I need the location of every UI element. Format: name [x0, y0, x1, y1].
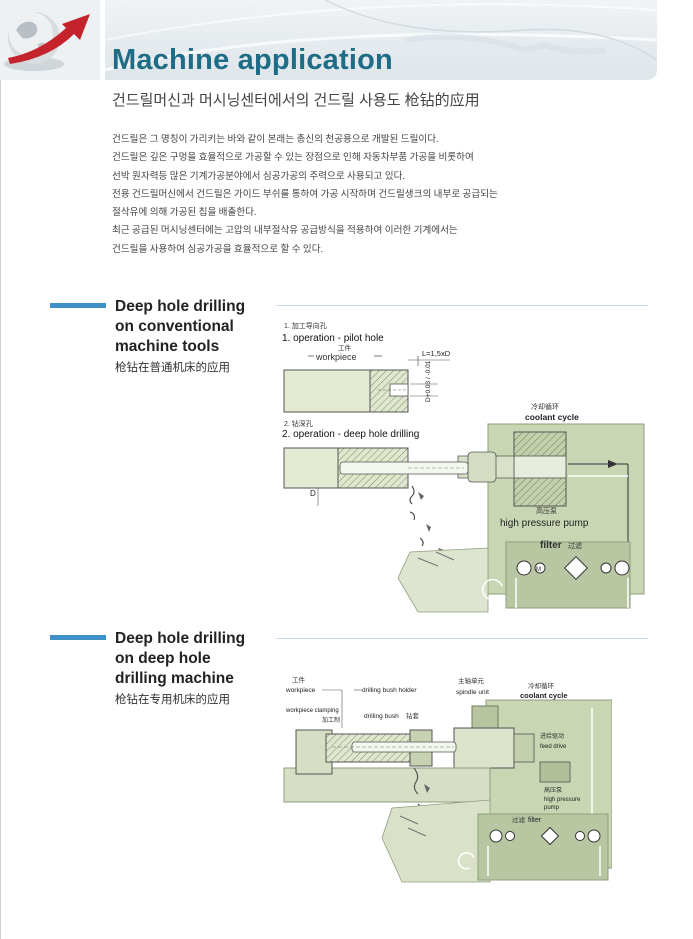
gun-drill-shank	[339, 461, 469, 475]
op1-cn-label: 1. 加工导向孔	[284, 321, 327, 330]
workpiece-label: workpiece	[315, 352, 357, 362]
intro-line: 건드릴을 사용하여 심공가공을 효율적으로 할 수 있다.	[112, 243, 323, 255]
filter-tank	[477, 813, 609, 881]
spindle-label: spindle unit	[456, 689, 489, 696]
feed-cn-label: 进给驱动	[540, 732, 564, 740]
conventional-machine-diagram: 1. 加工导向孔 1. operation - pilot hole 工件 wo…	[282, 321, 645, 613]
section-accent-bar	[50, 303, 106, 308]
intro-line: 최근 공급된 머시닝센터에는 고압의 내부절삭유 공급방식을 적용하여 이러한 …	[112, 225, 458, 237]
intro-line: 절삭유에 의해 가공된 칩을 배출한다.	[112, 207, 257, 219]
pump-cn-label: 高压泵	[536, 506, 557, 515]
filter-label: filter	[540, 540, 562, 551]
section-title-cn: 枪钻在普通机床的应用	[115, 362, 230, 374]
section-title-cn: 枪钻在专用机床的应用	[115, 694, 230, 706]
header-band	[105, 0, 657, 80]
workpiece-cn-label: 工件	[338, 343, 352, 352]
filter-label: filter	[528, 817, 542, 824]
pump-label: high pressure pump	[500, 518, 589, 529]
chip-tray	[397, 547, 489, 613]
bush-cn-label: 钻套	[406, 711, 420, 720]
intro-paragraph: 건드릴은 그 명칭이 가리키는 바와 같이 본래는 총신의 천공용으로 개발된 …	[112, 131, 552, 259]
page-title: Machine application	[112, 44, 393, 76]
feed-label: feed drive	[540, 744, 567, 750]
section-title-line: on deep hole	[115, 650, 211, 667]
pump-cn-label: 高压泵	[544, 786, 562, 794]
pump-label-line1: high pressure	[544, 797, 581, 803]
coolant-label: coolant cycle	[520, 691, 568, 700]
section-title-line: drilling machine	[115, 670, 234, 687]
section-title-line: machine tools	[115, 338, 220, 355]
spindle-unit	[453, 727, 515, 769]
section-title-deep-hole: Deep hole drilling on deep hole drilling…	[115, 629, 275, 689]
intro-line: 전용 건드릴머신에서 건드릴은 가이드 부쉬를 통하여 가공 시작하며 건드릴생…	[112, 188, 498, 200]
spindle-cn-label: 主轴单元	[458, 676, 485, 685]
feed-drive-motor	[539, 761, 571, 783]
section-title-conventional: Deep hole drilling on conventional machi…	[115, 297, 275, 357]
deep-hole-machine-diagram: 工件 workpiece drilling bush holder 主轴单元 s…	[283, 675, 612, 883]
section-title-line: on conventional	[115, 318, 234, 335]
filter-icon	[540, 826, 560, 846]
section-title-line: Deep hole drilling	[115, 298, 246, 315]
coolant-label: coolant cycle	[525, 412, 579, 422]
intro-line: 선박 원자력등 많은 기계가공분야에서 심공가공의 주력으로 사용되고 있다.	[112, 170, 405, 182]
filter-cn-label: 过滤	[512, 815, 526, 824]
svg-text:M: M	[536, 567, 541, 573]
bush-label: drilling bush	[364, 713, 399, 720]
pump-icon	[489, 829, 503, 843]
clamping-cn-label: 加工制	[322, 716, 340, 724]
op1-label: 1. operation - pilot hole	[282, 333, 384, 344]
op2-label: 2. operation - deep hole drilling	[282, 429, 419, 440]
clamping-label: workpiece clamping	[285, 708, 339, 714]
filter-icon	[563, 555, 589, 581]
section-accent-bar	[50, 635, 106, 640]
page-border	[0, 0, 1, 939]
chip-tray	[381, 799, 491, 883]
section-title-line: Deep hole drilling	[115, 630, 246, 647]
pump-icon	[516, 560, 532, 576]
dim-tolerance-label: D+0.03 / -0.01	[425, 360, 432, 402]
coolant-cn-label: 冷却循环	[531, 402, 559, 411]
intro-line: 건드릴은 깊은 구멍을 효율적으로 가공할 수 있는 장점으로 인해 자동차부품…	[112, 152, 474, 164]
workpiece-label: workpiece	[285, 687, 316, 694]
pump-label-line2: pump	[544, 805, 560, 811]
dim-d-label: D	[310, 489, 316, 498]
coolant-cn-label: 冷却循环	[528, 681, 555, 690]
workpiece-cn-label: 工件	[292, 675, 306, 684]
bush-holder-label: drilling bush holder	[362, 687, 417, 694]
section-divider	[276, 305, 648, 306]
globe-arrow-logo	[0, 0, 100, 80]
page-subtitle: 건드릴머신과 머시닝센터에서의 건드릴 사용도 枪钻的应用	[112, 92, 480, 109]
section-divider	[276, 638, 648, 639]
chips	[409, 485, 444, 569]
filter-cn-label: 过滤	[568, 541, 582, 550]
dim-length-label: L=1,5xD	[422, 349, 451, 358]
drill-collet	[467, 451, 497, 483]
intro-line: 건드릴은 그 명칭이 가리키는 바와 같이 본래는 총신의 천공용으로 개발된 …	[112, 134, 439, 145]
op2-cn-label: 2. 钻深孔	[284, 419, 313, 428]
